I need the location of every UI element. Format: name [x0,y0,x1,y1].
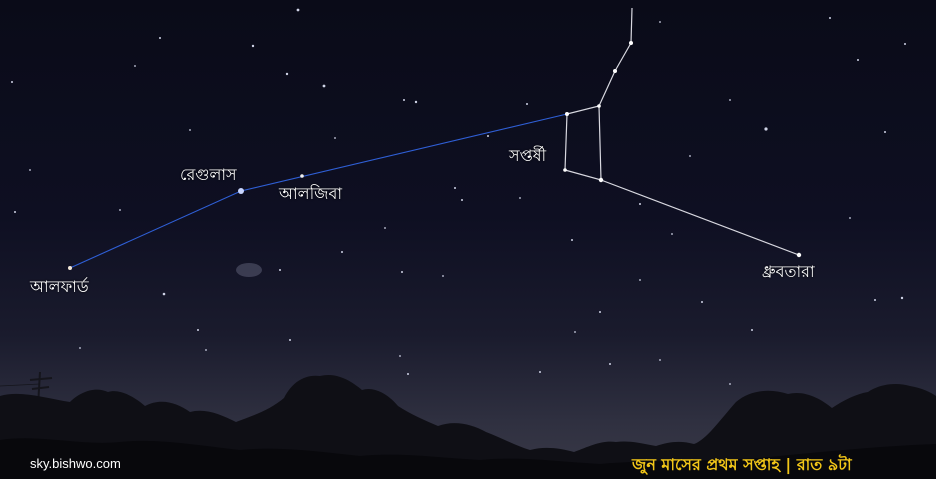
dhruvatara-star [796,252,802,258]
regulus-star [238,188,244,194]
background-stars [11,8,906,385]
algieba-star [300,174,304,178]
site-watermark: sky.bishwo.com [30,456,121,471]
saptarshi-asterism-line [564,7,633,181]
alphard-star [68,266,72,270]
algieba-label: আলজিবা [279,184,343,203]
saptarshi-stars [563,41,633,183]
alphard-label: আলফার্ড [30,277,89,296]
date-time-caption: জুন মাসের প্রথম সপ্তাহ | রাত ৯টা [632,455,852,474]
dhruvatara-pointer-line [600,179,800,256]
tree-silhouette-foreground [0,438,936,479]
regulus-label: রেগুলাস [180,165,237,184]
faint-galaxy [236,263,262,277]
dhruvatara-label: ধ্রুবতারা [762,262,815,281]
saptarshi-label: সপ্তর্ষী [509,146,547,165]
